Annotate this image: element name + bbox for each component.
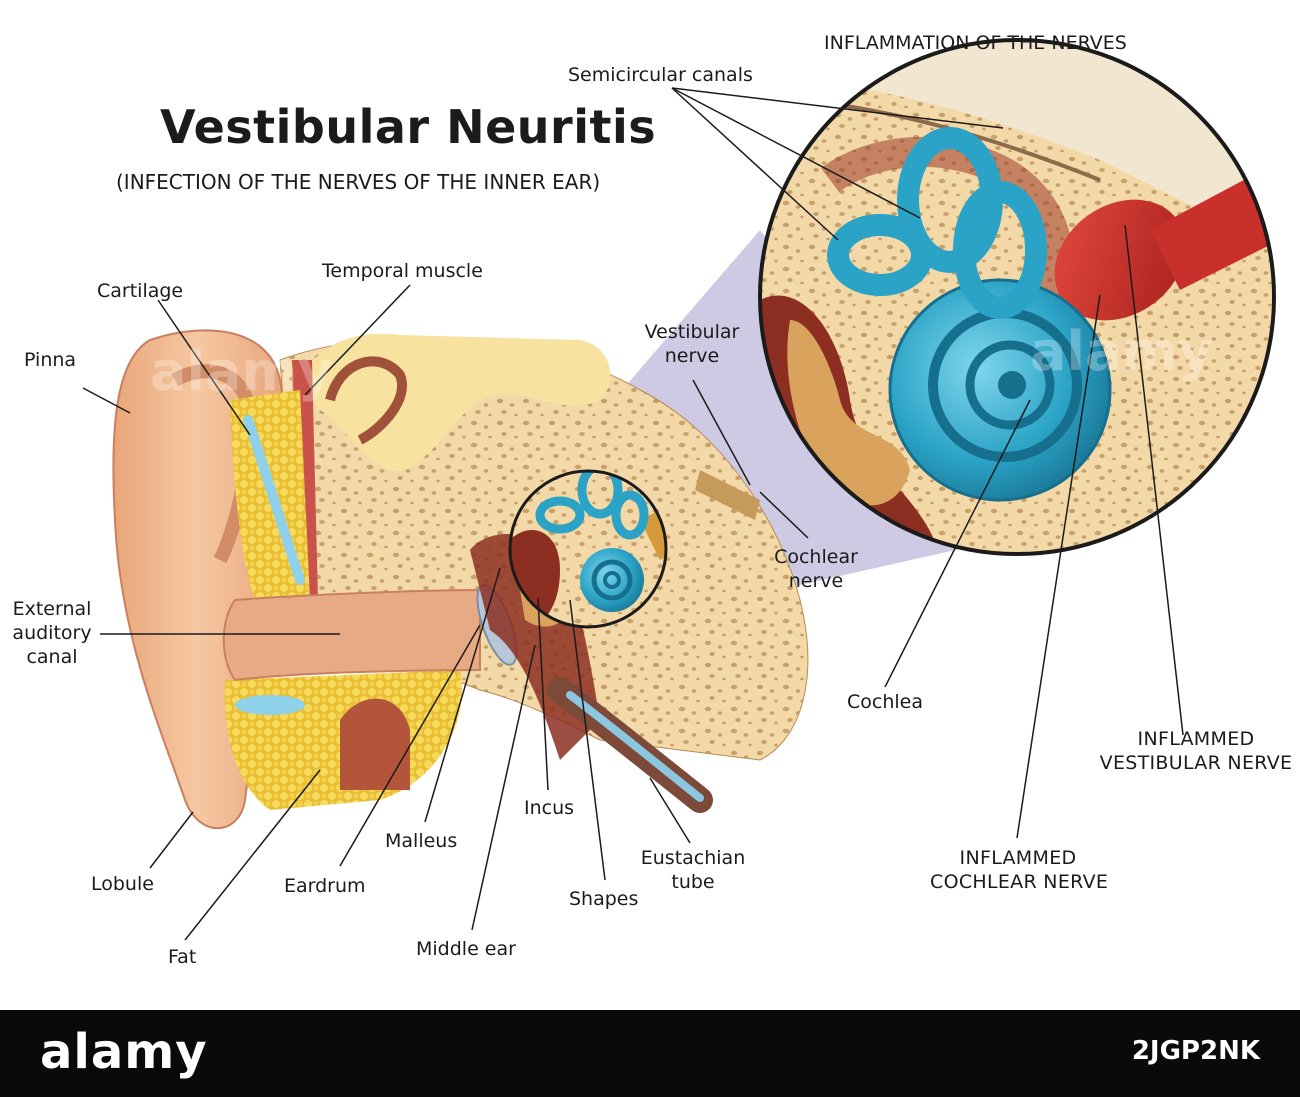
label-eustachian-line-1: Eustachian bbox=[640, 847, 746, 869]
label-external-line-2: auditory bbox=[12, 622, 92, 644]
label-malleus: Malleus bbox=[385, 830, 458, 852]
label-cochlea: Cochlea bbox=[847, 691, 923, 713]
label-fat: Fat bbox=[168, 946, 197, 968]
label-inflamed-vestibular-line-1: INFLAMMED bbox=[1137, 728, 1255, 750]
label-lobule: Lobule bbox=[91, 873, 154, 895]
label-shapes: Shapes bbox=[569, 888, 639, 910]
label-incus: Incus bbox=[524, 797, 575, 819]
label-eardrum: Eardrum bbox=[284, 875, 366, 897]
label-eustachian-tube: Eustachian tube bbox=[636, 846, 750, 894]
label-vestibular-line-1: Vestibular bbox=[644, 321, 740, 343]
diagram-title: Vestibular Neuritis bbox=[160, 100, 657, 154]
ear-anatomy-illustration bbox=[82, 38, 1276, 941]
cranial-region bbox=[300, 333, 611, 472]
label-eustachian-line-2: tube bbox=[671, 871, 715, 893]
small-inset-circle bbox=[508, 469, 668, 629]
label-semicircular-canals: Semicircular canals bbox=[568, 64, 753, 86]
label-inflamed-vestibular-nerve: INFLAMMED VESTIBULAR NERVE bbox=[1098, 727, 1294, 775]
label-inflamed-cochlear-line-2: COCHLEAR NERVE bbox=[930, 871, 1109, 893]
label-temporal-muscle: Temporal muscle bbox=[322, 260, 483, 282]
label-inflamed-cochlear-nerve: INFLAMMED COCHLEAR NERVE bbox=[930, 846, 1109, 894]
stock-logo: alamy bbox=[40, 1024, 208, 1080]
label-middle-ear: Middle ear bbox=[416, 938, 516, 960]
diagram-subtitle: (INFECTION OF THE NERVES OF THE INNER EA… bbox=[116, 170, 601, 194]
parotid-muscle bbox=[340, 698, 410, 790]
cartilage-strip bbox=[243, 415, 305, 585]
inset-title: INFLAMMATION OF THE NERVES bbox=[824, 32, 1127, 54]
nerve-bundle-small bbox=[695, 470, 760, 520]
label-pinna: Pinna bbox=[24, 349, 77, 371]
label-cartilage: Cartilage bbox=[97, 280, 184, 302]
stock-footer-bar: alamy 2JGP2NK bbox=[0, 1010, 1300, 1097]
label-external-auditory-canal: External auditory canal bbox=[10, 597, 94, 669]
diagram-canvas: Vestibular Neuritis (INFECTION OF THE NE… bbox=[10, 32, 1294, 968]
label-external-line-3: canal bbox=[26, 646, 78, 668]
image-code: 2JGP2NK bbox=[1131, 1036, 1260, 1066]
leader-lines bbox=[82, 87, 1184, 941]
label-inflamed-cochlear-line-1: INFLAMMED bbox=[959, 847, 1077, 869]
label-cochlear-line-1: Cochlear bbox=[774, 546, 858, 568]
label-inflamed-vestibular-line-2: VESTIBULAR NERVE bbox=[1099, 752, 1293, 774]
label-external-line-1: External bbox=[12, 598, 92, 620]
eustachian-lining bbox=[566, 691, 704, 802]
ear-canal-shape bbox=[222, 588, 481, 682]
large-inset-circle bbox=[758, 38, 1276, 556]
label-vestibular-line-2: nerve bbox=[664, 345, 720, 367]
lower-cartilage bbox=[235, 695, 305, 715]
label-cochlear-line-2: nerve bbox=[788, 570, 844, 592]
dura-fold bbox=[325, 356, 407, 445]
label-cochlear-nerve: Cochlear nerve bbox=[764, 545, 868, 593]
label-vestibular-nerve: Vestibular nerve bbox=[637, 320, 747, 368]
